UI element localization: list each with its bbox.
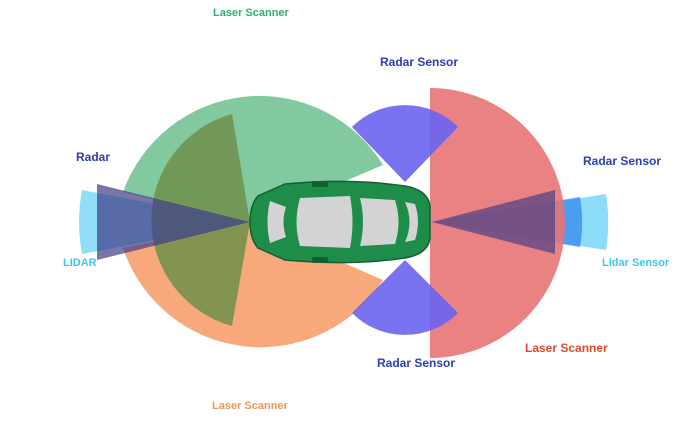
label-radar-sensor-right: Radar Sensor bbox=[583, 154, 662, 168]
label-laser-scanner-top: Laser Scanner bbox=[213, 7, 289, 19]
radar-sensor-top-zone bbox=[352, 105, 458, 182]
radar-right-beam bbox=[432, 190, 555, 254]
label-lidar-left: LIDAR bbox=[63, 257, 97, 269]
car-icon bbox=[249, 180, 431, 264]
label-lidar-right: Lidar Sensor bbox=[602, 257, 670, 269]
label-radar-sensor-top: Radar Sensor bbox=[380, 55, 459, 69]
label-radar-sensor-bottom: Radar Sensor bbox=[377, 356, 456, 370]
label-laser-scanner-right: Laser Scanner bbox=[525, 341, 608, 355]
label-radar-left: Radar bbox=[76, 150, 111, 164]
radar-left-beam bbox=[97, 184, 250, 260]
label-laser-scanner-bottom: Laser Scanner bbox=[212, 400, 288, 412]
radar-sensor-bottom-zone bbox=[352, 260, 458, 335]
